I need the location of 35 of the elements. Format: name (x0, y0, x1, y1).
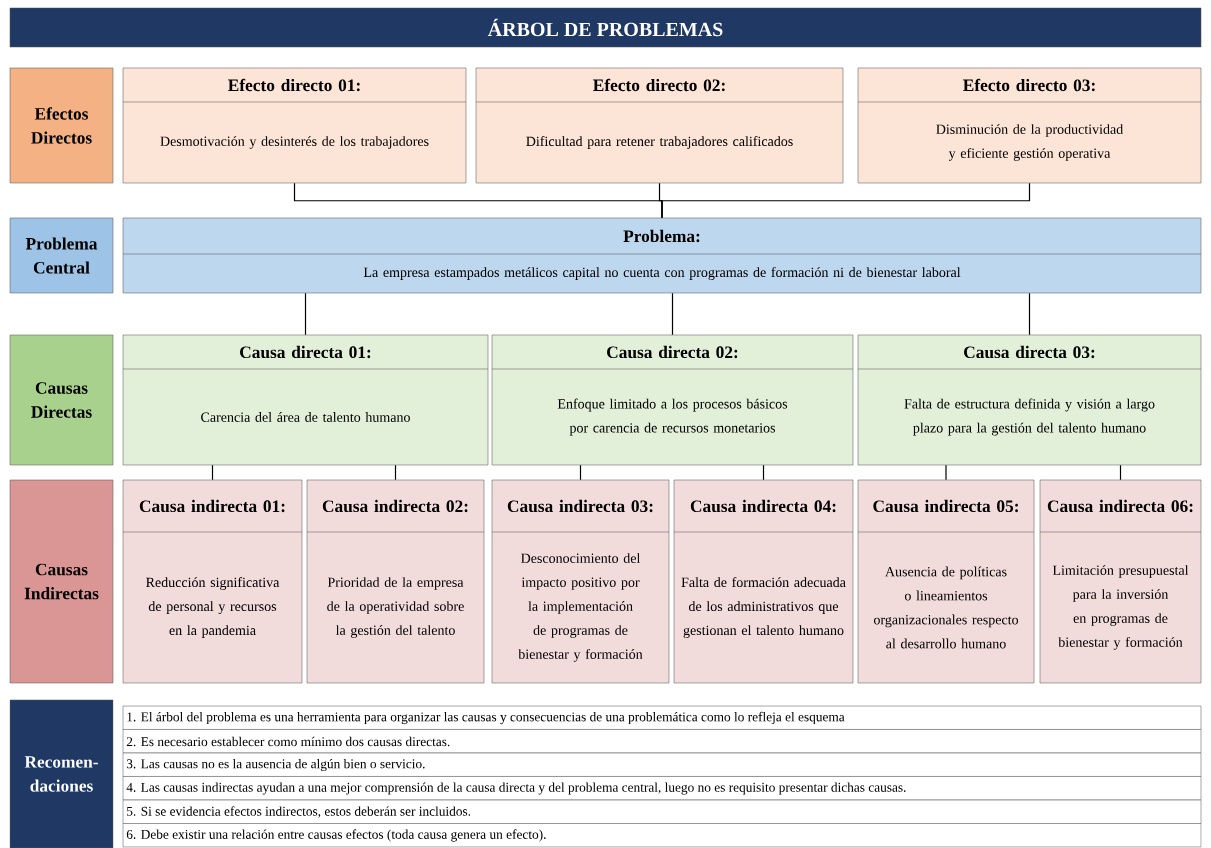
connector-line (1119, 464, 1122, 481)
effect-box: Efecto directo 01: Desmotivación y desinterés de los trabajadores (122, 67, 467, 184)
row-label-box: Recomen- daciones (9, 699, 114, 848)
cause-box: Causa indirecta 06: Limitación presupuestal para la inversión en programas de bienestar y formación (1039, 479, 1202, 684)
problem-box: Problema: La empresa estampados metálicos capital no cuenta con programas de formación ni de bienestar laboral (122, 217, 1202, 294)
connector-line (671, 292, 674, 336)
cause-box: Causa indirecta 05: Ausencia de políticas o lineamientos organizacionales respecto al desarrollo humano (857, 479, 1035, 684)
recommendation-row: 3. Las causas no es la ausencia de algún bien o servicio. (122, 752, 1202, 777)
title-band: ÁRBOL DE PROBLEMAS (9, 7, 1202, 48)
effect-box: Efecto directo 03: Disminución de la productividad y eficiente gestión operativa (857, 67, 1202, 184)
recommendation-row: 2. Es necesario establecer como mínimo dos causas directas. (122, 729, 1202, 754)
connector-line (762, 464, 765, 481)
row-label-box: Causas Indirectas (9, 479, 114, 684)
row-label-box: Problema Central (9, 217, 114, 294)
effect-box: Efecto directo 02: Dificultad para retener trabajadores calificados (475, 67, 844, 184)
connector-line (394, 464, 397, 481)
connector-line (304, 292, 307, 336)
cause-box: Causa indirecta 02: Prioridad de la empresa de la operatividad sobre la gestión del talento (306, 479, 485, 684)
connector-line (1028, 292, 1031, 336)
recommendation-row: 5. Si se evidencia efectos indirectos, estos deberán ser incluidos. (122, 799, 1202, 824)
cause-box: Causa indirecta 04: Falta de formación adecuada de los administrativos que gestionan el talento humano (673, 479, 854, 684)
connector-line (579, 464, 582, 481)
recommendation-row: 1. El árbol del problema es una herramienta para organizar las causas y consecuencias de una problemática como lo refleja el esquema (122, 705, 1202, 730)
connector-line (661, 182, 1031, 219)
connector-line (211, 464, 214, 481)
row-label-box: Causas Directas (9, 334, 114, 466)
recommendation-row: 6. Debe existir una relación entre causas efectos (toda causa genera un efecto). (122, 823, 1202, 848)
cause-box: Causa directa 03: Falta de estructura definida y visión a largo plazo para la gestión del talento humano (857, 334, 1202, 466)
row-label-box: Efectos Directos (9, 67, 114, 184)
connector-line (945, 464, 947, 481)
cause-box: Causa directa 02: Enfoque limitado a los procesos básicos por carencia de recursos monetarios (491, 334, 854, 466)
recommendation-row: 4. Las causas indirectas ayudan a una mejor comprensión de la causa directa y del problema central, luego no es requisito presentar dichas causas. (122, 776, 1202, 801)
cause-box: Causa directa 01: Carencia del área de talento humano (122, 334, 489, 466)
cause-box: Causa indirecta 01: Reducción significativa de personal y recursos en la pandemia (122, 479, 303, 684)
cause-box: Causa indirecta 03: Desconocimiento del impacto positivo por la implementación de programas de bienestar y formación (491, 479, 670, 684)
